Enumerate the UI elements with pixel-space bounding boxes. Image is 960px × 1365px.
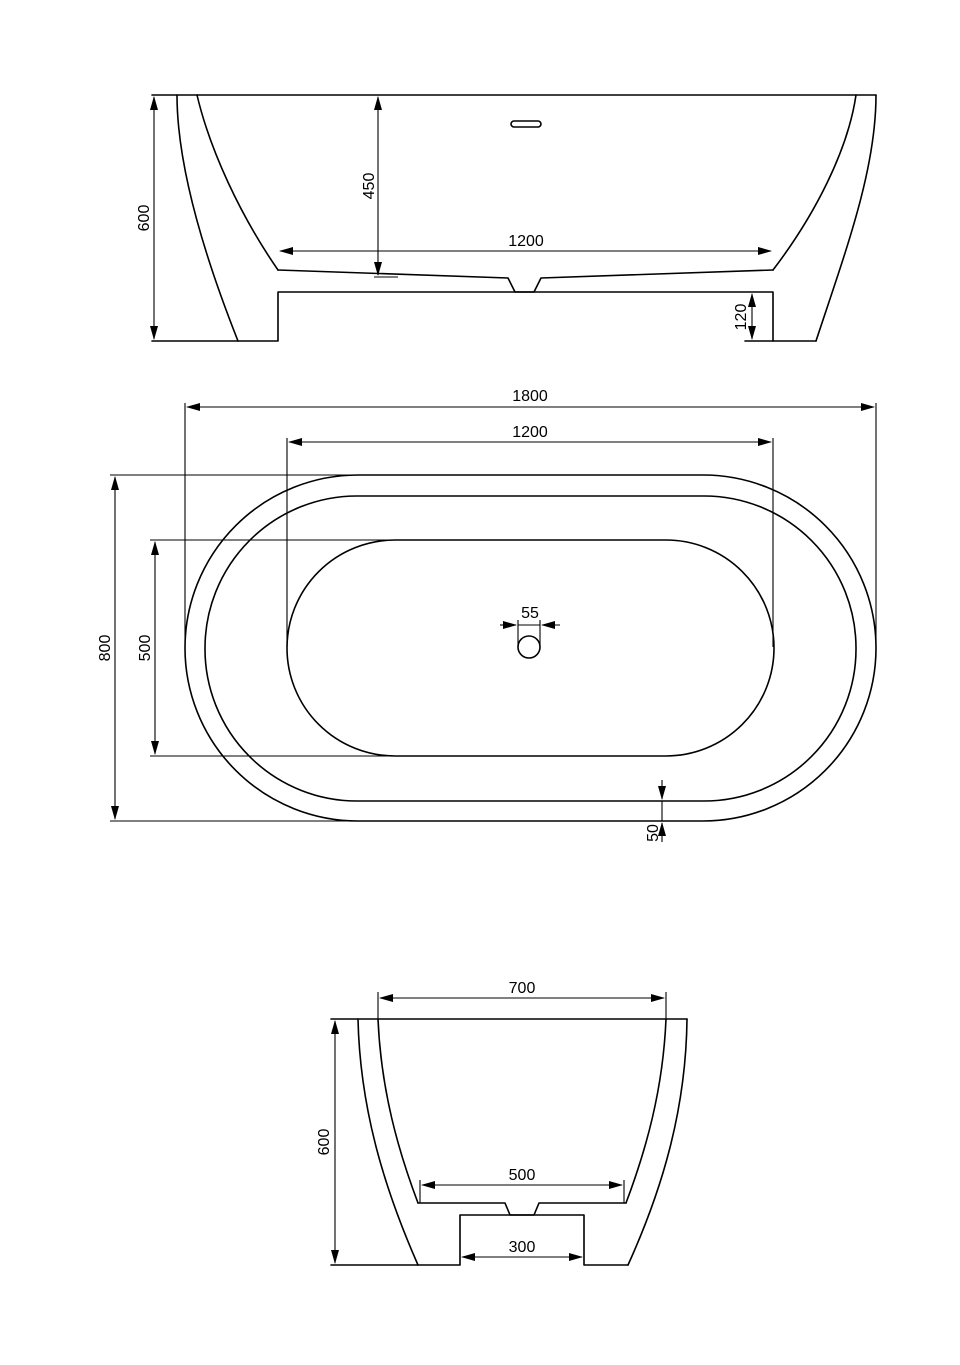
end-base-width-label: 300 [509, 1239, 536, 1256]
top-view-dimensions: 1800 1200 800 500 55 [97, 388, 877, 842]
end-view: 700 600 500 300 [316, 980, 688, 1266]
side-view: 600 450 1200 120 [136, 94, 877, 342]
side-depth-label: 450 [361, 173, 378, 200]
top-overall-width-label: 800 [97, 635, 114, 662]
top-inner-width-label: 500 [137, 635, 154, 662]
side-view-outline [151, 94, 877, 342]
end-top-width-label: 700 [509, 980, 536, 997]
outer-rim [184, 474, 877, 822]
top-view: 1800 1200 800 500 55 [97, 388, 877, 842]
side-base-height-label: 120 [733, 304, 750, 331]
side-inner-length-label: 1200 [508, 233, 544, 250]
basin [286, 539, 775, 757]
end-view-outline [330, 1018, 688, 1266]
side-view-dimensions: 600 450 1200 120 [136, 94, 772, 340]
top-inner-length-label: 1200 [512, 424, 548, 441]
top-view-outline [184, 474, 877, 822]
side-height-label: 600 [136, 205, 153, 232]
drain-hole [517, 635, 541, 659]
drain-diameter-label: 55 [521, 605, 539, 622]
end-view-dimensions: 700 600 500 300 [316, 980, 667, 1264]
inner-rim [204, 495, 857, 802]
end-height-label: 600 [316, 1129, 333, 1156]
top-overall-length-label: 1800 [512, 388, 548, 405]
rim-width-label: 50 [645, 824, 662, 842]
end-bottom-width-label: 500 [509, 1167, 536, 1184]
